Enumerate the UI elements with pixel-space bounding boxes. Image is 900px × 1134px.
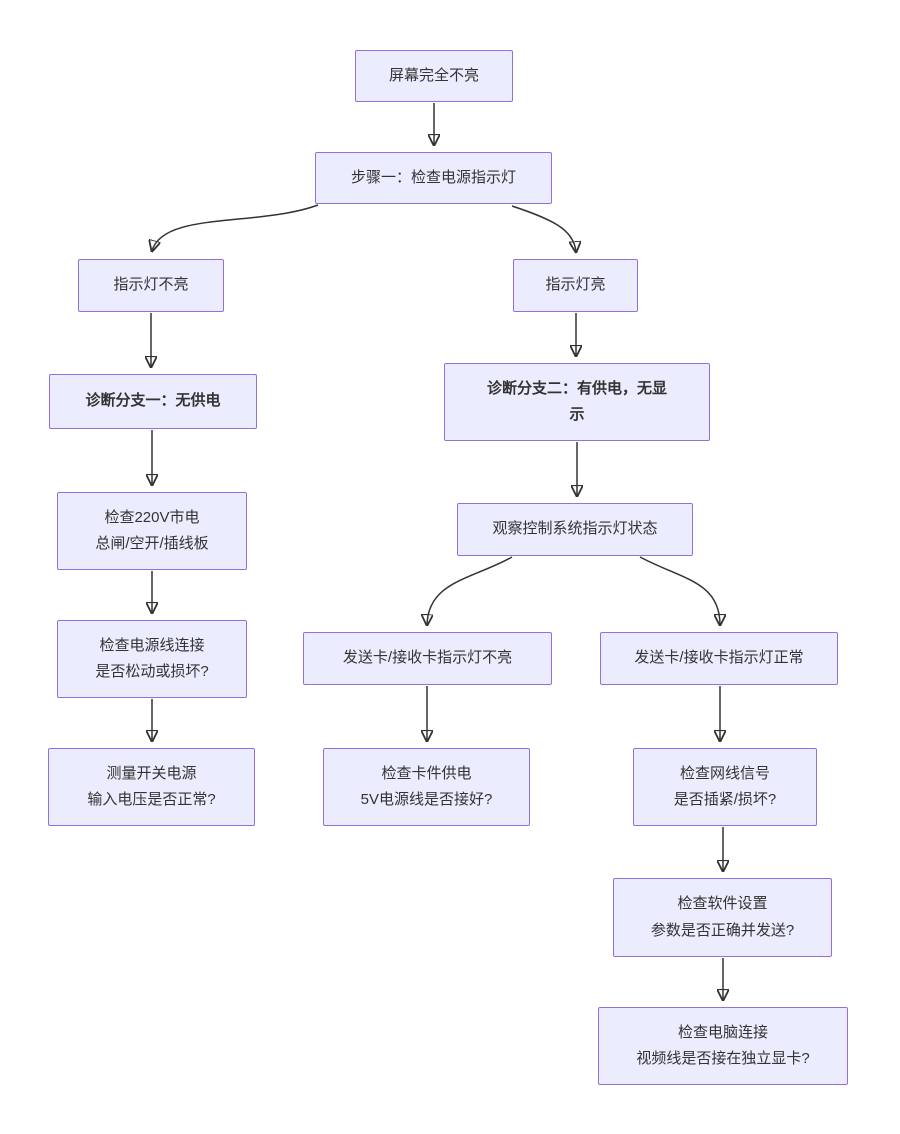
node-cards-light-off: 发送卡/接收卡指示灯不亮 [303,632,552,685]
node-label: 观察控制系统指示灯状态 [492,520,658,538]
node-step1: 步骤一：检查电源指示灯 [315,152,552,204]
edge-step1-light-off [152,204,319,251]
edge-observe-cards-cards-light-off [427,556,513,625]
node-check-pc: 检查电脑连接 视频线是否接在独立显卡? [598,1007,848,1085]
node-measure-psu: 测量开关电源 输入电压是否正常? [48,748,255,826]
node-label: 诊断分支二：有供电，无显 示 [486,379,667,423]
node-label: 测量开关电源 输入电压是否正常? [87,764,216,808]
node-branch1: 诊断分支一：无供电 [49,374,257,429]
edge-step1-light-on [511,205,576,252]
node-light-off: 指示灯不亮 [78,259,224,312]
node-check-lan: 检查网线信号 是否插紧/损坏? [633,748,817,826]
node-check-power-cord: 检查电源线连接 是否松动或损坏? [57,620,247,698]
node-screen-dark: 屏幕完全不亮 [355,50,513,102]
node-check-5v: 检查卡件供电 5V电源线是否接好? [323,748,530,826]
node-observe-cards: 观察控制系统指示灯状态 [457,503,693,556]
node-label: 诊断分支一：无供电 [85,392,221,410]
node-label: 检查电脑连接 视频线是否接在独立显卡? [636,1023,810,1067]
node-label: 检查电源线连接 是否松动或损坏? [95,636,209,680]
node-label: 发送卡/接收卡指示灯不亮 [342,649,513,667]
node-label: 步骤一：检查电源指示灯 [350,168,516,186]
node-label: 检查网线信号 是否插紧/损坏? [673,764,777,808]
node-label: 屏幕完全不亮 [388,66,479,84]
node-label: 检查软件设置 参数是否正确并发送? [650,895,795,939]
node-label: 检查卡件供电 5V电源线是否接好? [360,764,493,808]
node-check-mains: 检查220V市电 总闸/空开/插线板 [57,492,247,570]
node-cards-light-ok: 发送卡/接收卡指示灯正常 [600,632,838,685]
node-label: 发送卡/接收卡指示灯正常 [634,649,804,667]
node-label: 检查220V市电 总闸/空开/插线板 [95,508,209,552]
node-check-software: 检查软件设置 参数是否正确并发送? [613,878,832,957]
node-label: 指示灯不亮 [113,276,189,294]
edge-observe-cards-cards-light-ok [639,556,720,625]
node-label: 指示灯亮 [545,276,606,294]
node-branch2: 诊断分支二：有供电，无显 示 [444,363,710,441]
node-light-on: 指示灯亮 [513,259,638,312]
